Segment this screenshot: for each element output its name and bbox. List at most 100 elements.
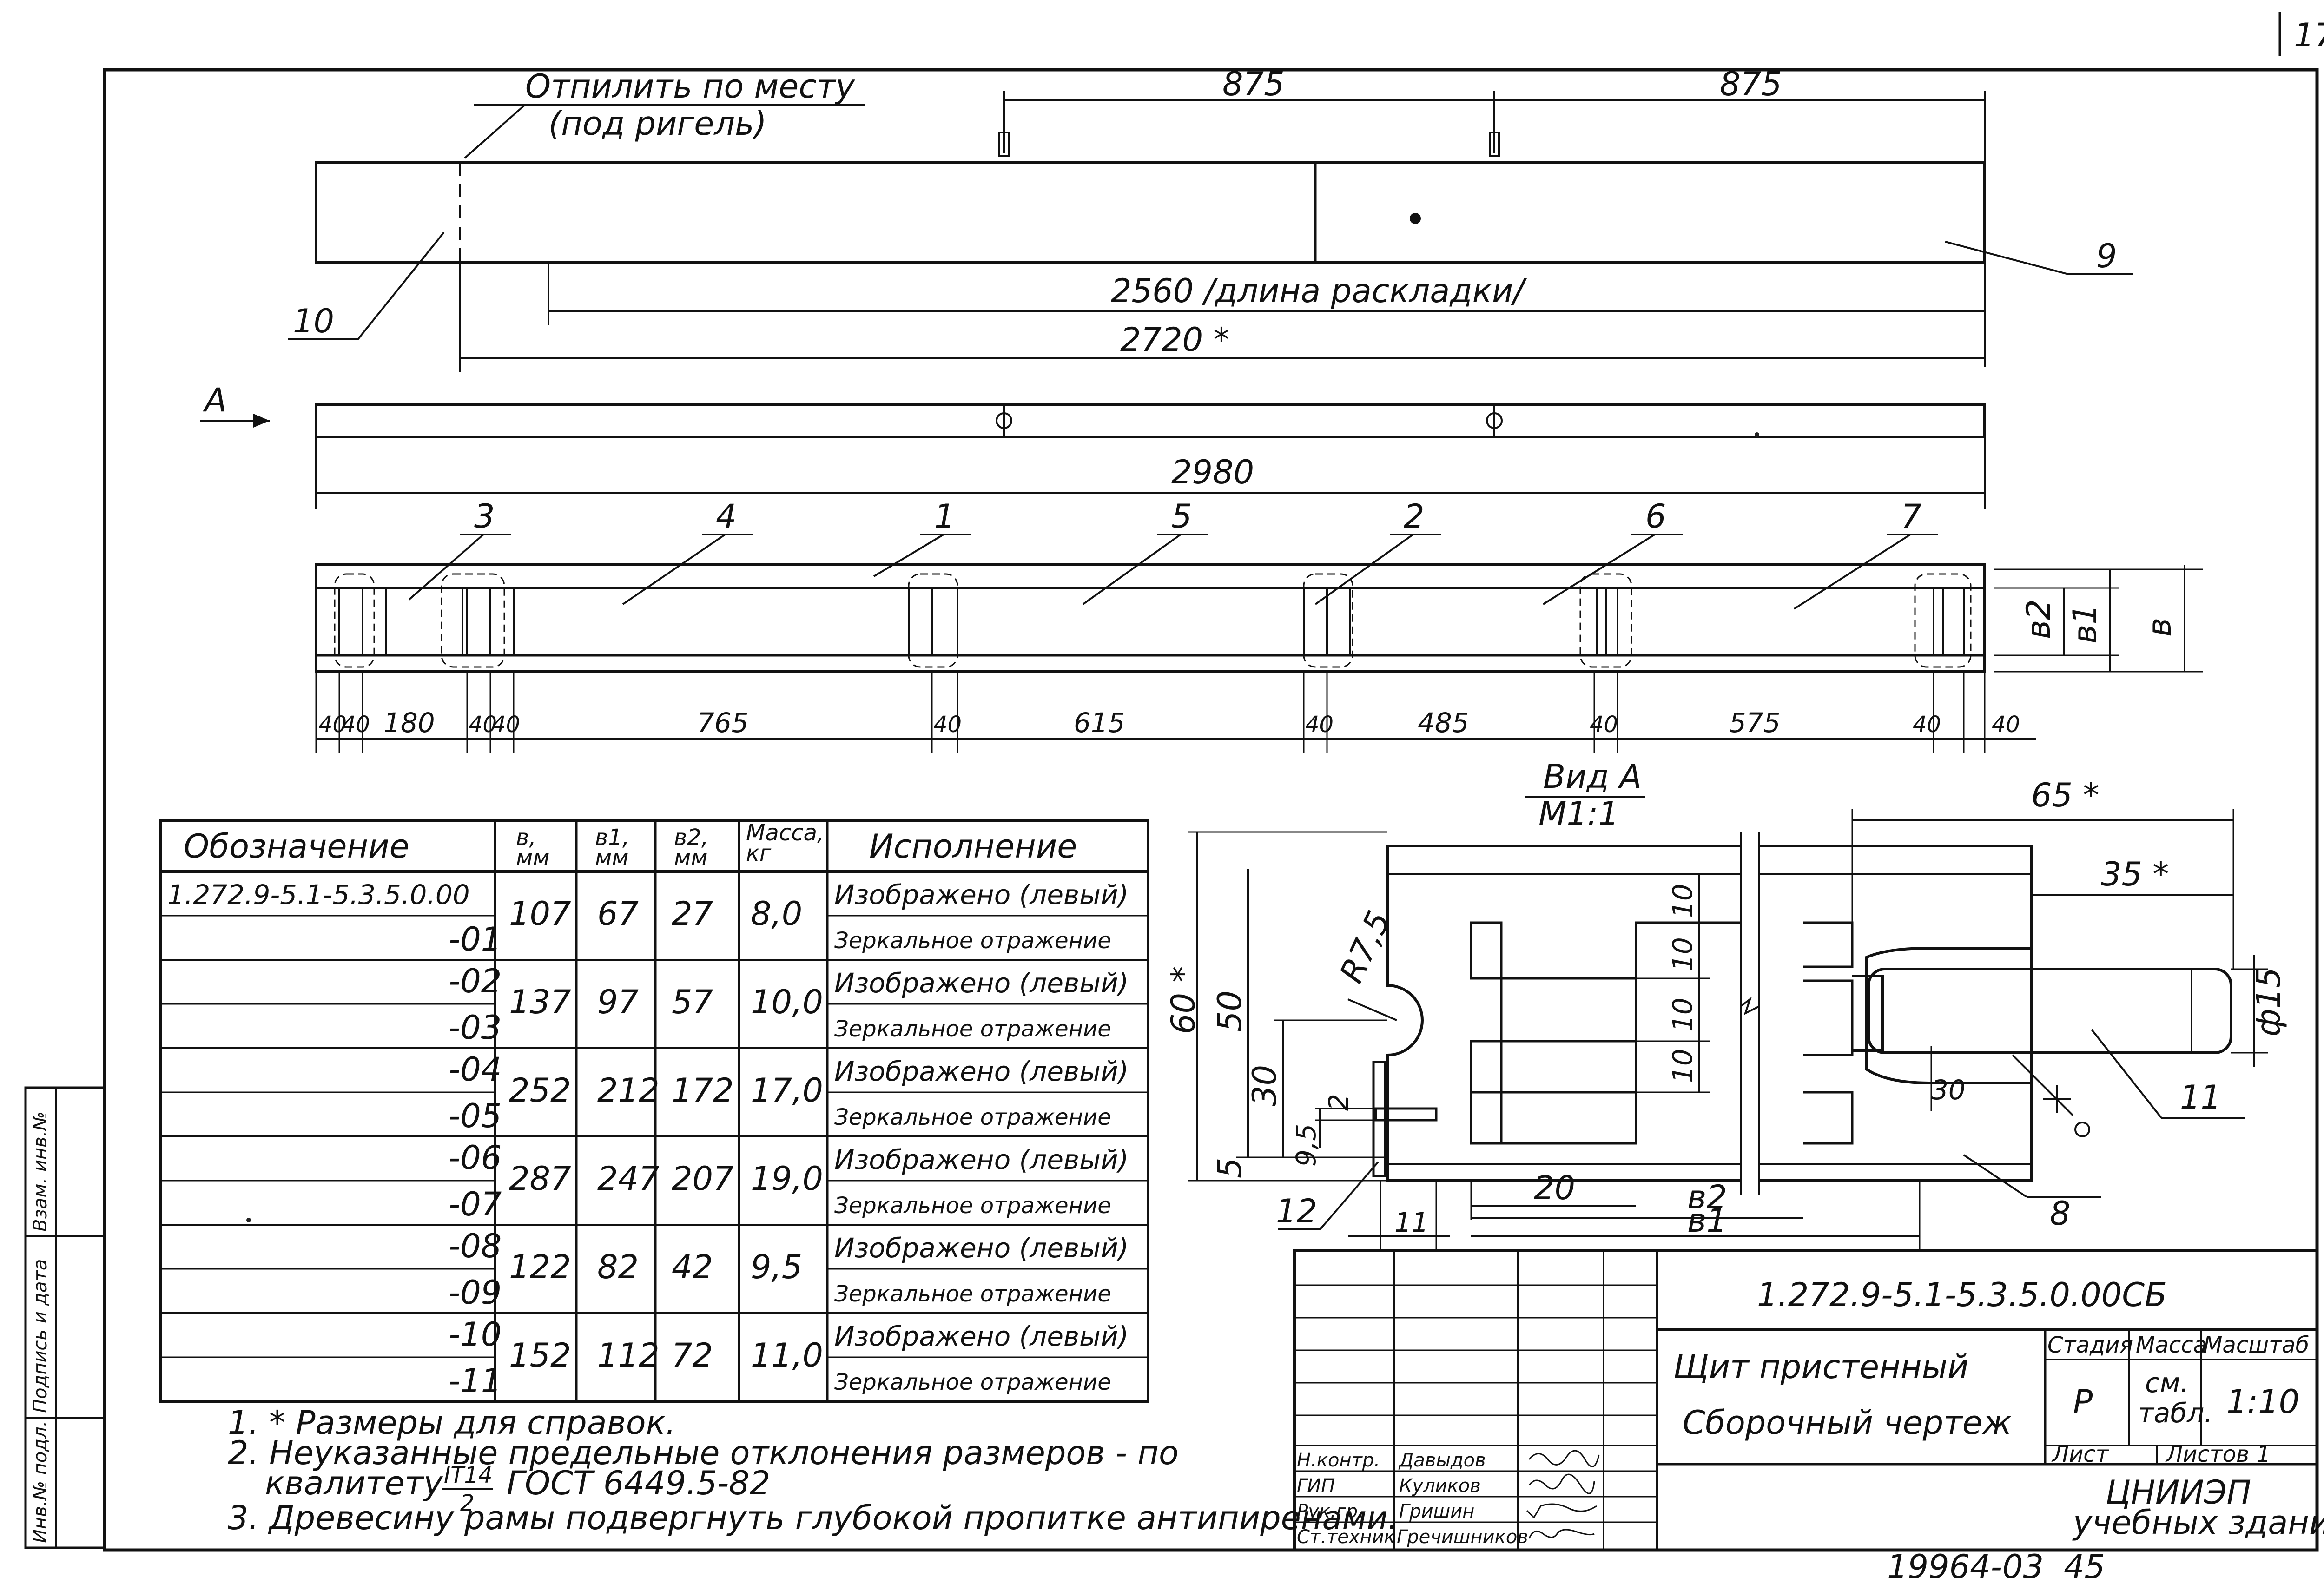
- row-mass: 8,0: [751, 895, 802, 933]
- row-code: -09: [449, 1274, 502, 1312]
- row-b2: 57: [672, 983, 713, 1021]
- dim-2980: 2980: [1171, 453, 1254, 491]
- row-b1: 82: [597, 1248, 639, 1286]
- top-view: Отпилить по месту (под ригель) 875 875 2…: [288, 65, 2133, 372]
- th-b2: в2,мм: [674, 825, 708, 871]
- detail-callout-11: 11: [2180, 1078, 2221, 1116]
- org-line1: ЦНИИЭП: [2106, 1473, 2251, 1512]
- plan-side-b2: в2: [2020, 599, 2058, 639]
- callout-9: 9: [2096, 237, 2117, 275]
- plan-callout-3: 3: [474, 497, 495, 535]
- row-mass: 19,0: [751, 1160, 823, 1198]
- signature-2: [1526, 1503, 1597, 1519]
- plan-callout-6: 6: [1645, 497, 1666, 535]
- row-exec-left: Изображено (левый): [834, 967, 1129, 999]
- row-mass: 10,0: [751, 983, 823, 1021]
- mass-value-2: табл.: [2138, 1397, 2213, 1429]
- row-b: 252: [509, 1071, 571, 1109]
- dim-2560: 2560 /длина раскладки/: [1111, 272, 1527, 310]
- detail-callout-8: 8: [2050, 1195, 2071, 1233]
- row-code: -08: [449, 1227, 502, 1265]
- row-b: 122: [509, 1248, 571, 1286]
- row-b2: 207: [672, 1160, 734, 1198]
- row-mass: 17,0: [751, 1071, 823, 1109]
- row-b: 152: [509, 1336, 571, 1374]
- plan-view: 3 4 1 5 2 6 7 40: [315, 497, 2203, 753]
- note-2-quality: квалитету: [265, 1464, 443, 1502]
- row-code: 1.272.9-5.1-5.3.5.0.00: [167, 879, 470, 911]
- row-mass: 11,0: [751, 1336, 823, 1374]
- view-a-detail: Вид А М1:1 60 * 50 30: [1164, 758, 2288, 1250]
- plan-dim-0: 40: [318, 712, 347, 738]
- role-2: Рук.гр.: [1297, 1501, 1364, 1522]
- scale-value: 1:10: [2226, 1383, 2299, 1421]
- row-mass: 9,5: [751, 1248, 802, 1286]
- plan-dim-7: 615: [1074, 707, 1125, 739]
- note-2: 2. Неуказанные предельные отклонения раз…: [228, 1434, 1179, 1472]
- note-2-fraction-top: IT14: [444, 1462, 493, 1488]
- spec-table: Обозначение в,мм в1,мм в2,мм Масса,кг Ис…: [159, 819, 1149, 1403]
- side-view: А 2980: [200, 381, 1986, 509]
- notes: 1. * Размеры для справок. 2. Неуказанные…: [228, 1404, 1398, 1537]
- row-code: -11: [449, 1362, 502, 1400]
- dim-875-b: 875: [1720, 65, 1782, 103]
- plan-dim-10: 40: [1590, 712, 1618, 738]
- row-exec-mirror: Зеркальное отражение: [834, 1016, 1111, 1042]
- side-strip-sign: Подпись и дата: [30, 1259, 51, 1413]
- dim-50: 50: [1211, 990, 1249, 1032]
- note-2-standard: ГОСТ 6449.5-82: [507, 1464, 770, 1502]
- row-code: -10: [449, 1315, 502, 1353]
- plan-dim-13: 40: [1992, 712, 2020, 738]
- row-b2: 42: [672, 1248, 713, 1286]
- row-code: -04: [449, 1050, 502, 1089]
- row-code: -07: [449, 1185, 502, 1223]
- dim-b1-detail: в1: [1687, 1202, 1727, 1240]
- sheet-frame: [103, 68, 2319, 1552]
- row-exec-mirror: Зеркальное отражение: [834, 1193, 1111, 1219]
- name-2: Гришин: [1399, 1501, 1474, 1522]
- row-b2: 172: [672, 1071, 734, 1109]
- row-b2: 27: [672, 895, 713, 933]
- plan-side-b: в: [2140, 618, 2179, 637]
- row-b1: 212: [597, 1071, 660, 1109]
- row-exec-left: Изображено (левый): [834, 1056, 1129, 1087]
- row-code: -03: [449, 1009, 502, 1047]
- drawing-number: 1.272.9-5.1-5.3.5.0.00СБ: [1757, 1276, 2167, 1314]
- plan-callout-7: 7: [1901, 497, 1922, 535]
- row-exec-mirror: Зеркальное отражение: [834, 928, 1111, 954]
- archive-page: 45: [2064, 1548, 2105, 1586]
- note-3: 3. Древесину рамы подвергнуть глубокой п…: [228, 1499, 1398, 1537]
- dim-10-b: 10: [1667, 937, 1698, 971]
- role-1: ГИП: [1297, 1475, 1335, 1497]
- row-exec-left: Изображено (левый): [834, 1144, 1129, 1175]
- row-b: 137: [509, 983, 571, 1021]
- cut-note-line1: Отпилить по месту: [525, 67, 856, 106]
- plan-callout-5: 5: [1171, 497, 1192, 535]
- row-code: -01: [449, 920, 502, 958]
- mass-label: Масса: [2136, 1332, 2207, 1358]
- dim-30-detail: 30: [1931, 1074, 1966, 1106]
- plan-dim-1: 40: [342, 712, 370, 738]
- dim-b2-detail: в2: [1687, 1178, 1727, 1216]
- scale-label: Масштаб: [2203, 1332, 2309, 1358]
- plan-dim-12: 40: [1913, 712, 1941, 738]
- side-strip-inv: Инв.№ подл.: [30, 1421, 51, 1543]
- row-code: -05: [449, 1097, 502, 1135]
- signature-0: [1528, 1450, 1600, 1467]
- row-exec-left: Изображено (левый): [834, 1320, 1129, 1352]
- title-line2: Сборочный чертеж: [1683, 1404, 2012, 1442]
- plan-dim-6: 40: [933, 712, 962, 738]
- row-b1: 247: [597, 1160, 660, 1198]
- plan-dim-5: 765: [697, 707, 749, 739]
- stage-label: Стадия: [2047, 1332, 2133, 1358]
- sheet-label: Лист: [2051, 1441, 2110, 1467]
- dim-875-a: 875: [1222, 65, 1285, 103]
- mass-value-1: см.: [2145, 1367, 2189, 1399]
- plan-dim-8: 40: [1305, 712, 1334, 738]
- plan-side-b1: в1: [2066, 604, 2104, 644]
- side-strip: Инв.№ подл. Подпись и дата Взам. инв.№: [24, 1086, 106, 1549]
- view-a-title: Вид А: [1543, 758, 1642, 796]
- row-code: -02: [449, 962, 502, 1000]
- role-0: Н.контр.: [1297, 1450, 1380, 1471]
